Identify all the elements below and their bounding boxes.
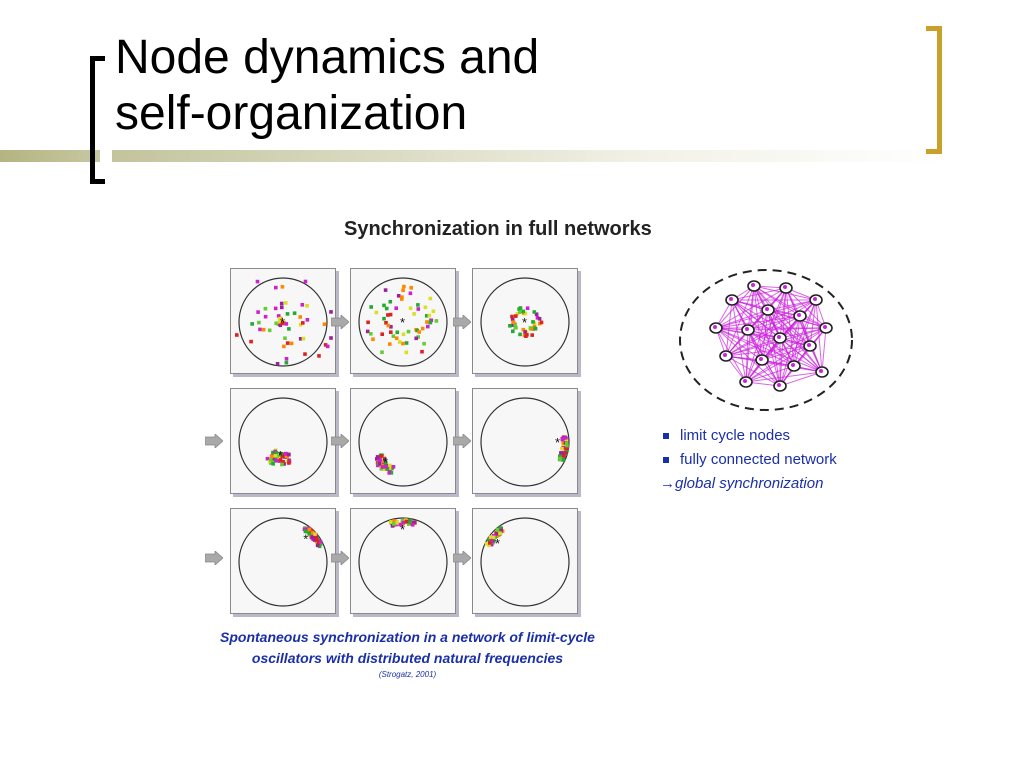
- phase-panel-4: *: [230, 388, 336, 494]
- phase-panel-8: *: [350, 508, 456, 614]
- caption-citation: (Strogatz, 2001): [378, 670, 437, 679]
- svg-text:*: *: [400, 315, 405, 330]
- arrow-right-icon: [453, 315, 471, 329]
- svg-text:*: *: [522, 315, 527, 330]
- svg-text:*: *: [278, 448, 283, 463]
- svg-text:*: *: [280, 315, 285, 330]
- title-rule-right: [112, 150, 947, 162]
- caption-line-1: Spontaneous synchronization in a network…: [220, 629, 595, 645]
- left-bracket: [90, 56, 105, 184]
- phase-panel-5: *: [350, 388, 456, 494]
- arrow-right-icon: [205, 551, 223, 565]
- svg-text:*: *: [400, 522, 405, 537]
- legend-text-global-sync: →global synchronization: [660, 475, 824, 492]
- arrow-right-icon: [331, 315, 349, 329]
- arrow-right-icon: [453, 551, 471, 565]
- right-bracket: [926, 26, 942, 154]
- title-line-1: Node dynamics and: [115, 31, 540, 84]
- title-line-2: self-organization: [115, 87, 468, 140]
- svg-text:*: *: [383, 455, 388, 470]
- slide-title: Node dynamics and self-organization: [115, 30, 539, 142]
- phase-panel-2: *: [350, 268, 456, 374]
- arrow-right-icon: [453, 434, 471, 448]
- title-rule-left: [0, 150, 100, 162]
- legend-item: fully connected network: [660, 448, 837, 472]
- arrow-right-icon: [205, 434, 223, 448]
- legend-text-fully-connected: fully connected network: [680, 451, 837, 468]
- bullet-icon: [663, 433, 669, 439]
- phase-panel-3: *: [472, 268, 578, 374]
- figure-caption: Spontaneous synchronization in a network…: [200, 627, 615, 681]
- network-diagram: [679, 269, 853, 411]
- svg-text:*: *: [555, 435, 560, 450]
- figure-title: Synchronization in full networks: [344, 218, 652, 240]
- legend-text-limit-cycle: limit cycle nodes: [680, 427, 791, 444]
- svg-text:*: *: [303, 532, 308, 547]
- arrow-right-icon: [331, 551, 349, 565]
- figure-legend: limit cycle nodes fully connected networ…: [660, 424, 837, 496]
- legend-result: →global synchronization: [660, 472, 837, 496]
- arrow-right-icon: [331, 434, 349, 448]
- phase-panel-6: *: [472, 388, 578, 494]
- phase-panel-7: *: [230, 508, 336, 614]
- legend-item: limit cycle nodes: [660, 424, 837, 448]
- phase-panel-9: *: [472, 508, 578, 614]
- phase-panel-1: *: [230, 268, 336, 374]
- svg-text:*: *: [495, 536, 500, 551]
- caption-line-2: oscillators with distributed natural fre…: [251, 650, 564, 666]
- bullet-icon: [663, 457, 669, 463]
